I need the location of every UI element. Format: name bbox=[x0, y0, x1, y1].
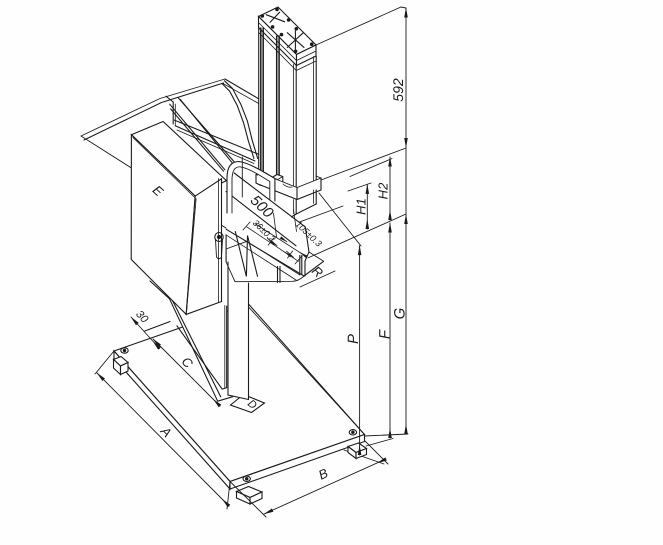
svg-text:H1: H1 bbox=[354, 198, 369, 215]
svg-text:A: A bbox=[157, 423, 175, 440]
svg-text:P: P bbox=[345, 334, 362, 344]
svg-text:B: B bbox=[316, 465, 330, 482]
svg-text:30: 30 bbox=[133, 308, 151, 326]
svg-text:F: F bbox=[377, 329, 394, 339]
svg-text:R: R bbox=[309, 263, 326, 280]
svg-text:H2: H2 bbox=[376, 182, 391, 199]
svg-text:592: 592 bbox=[390, 78, 406, 102]
svg-text:G: G bbox=[392, 307, 409, 319]
